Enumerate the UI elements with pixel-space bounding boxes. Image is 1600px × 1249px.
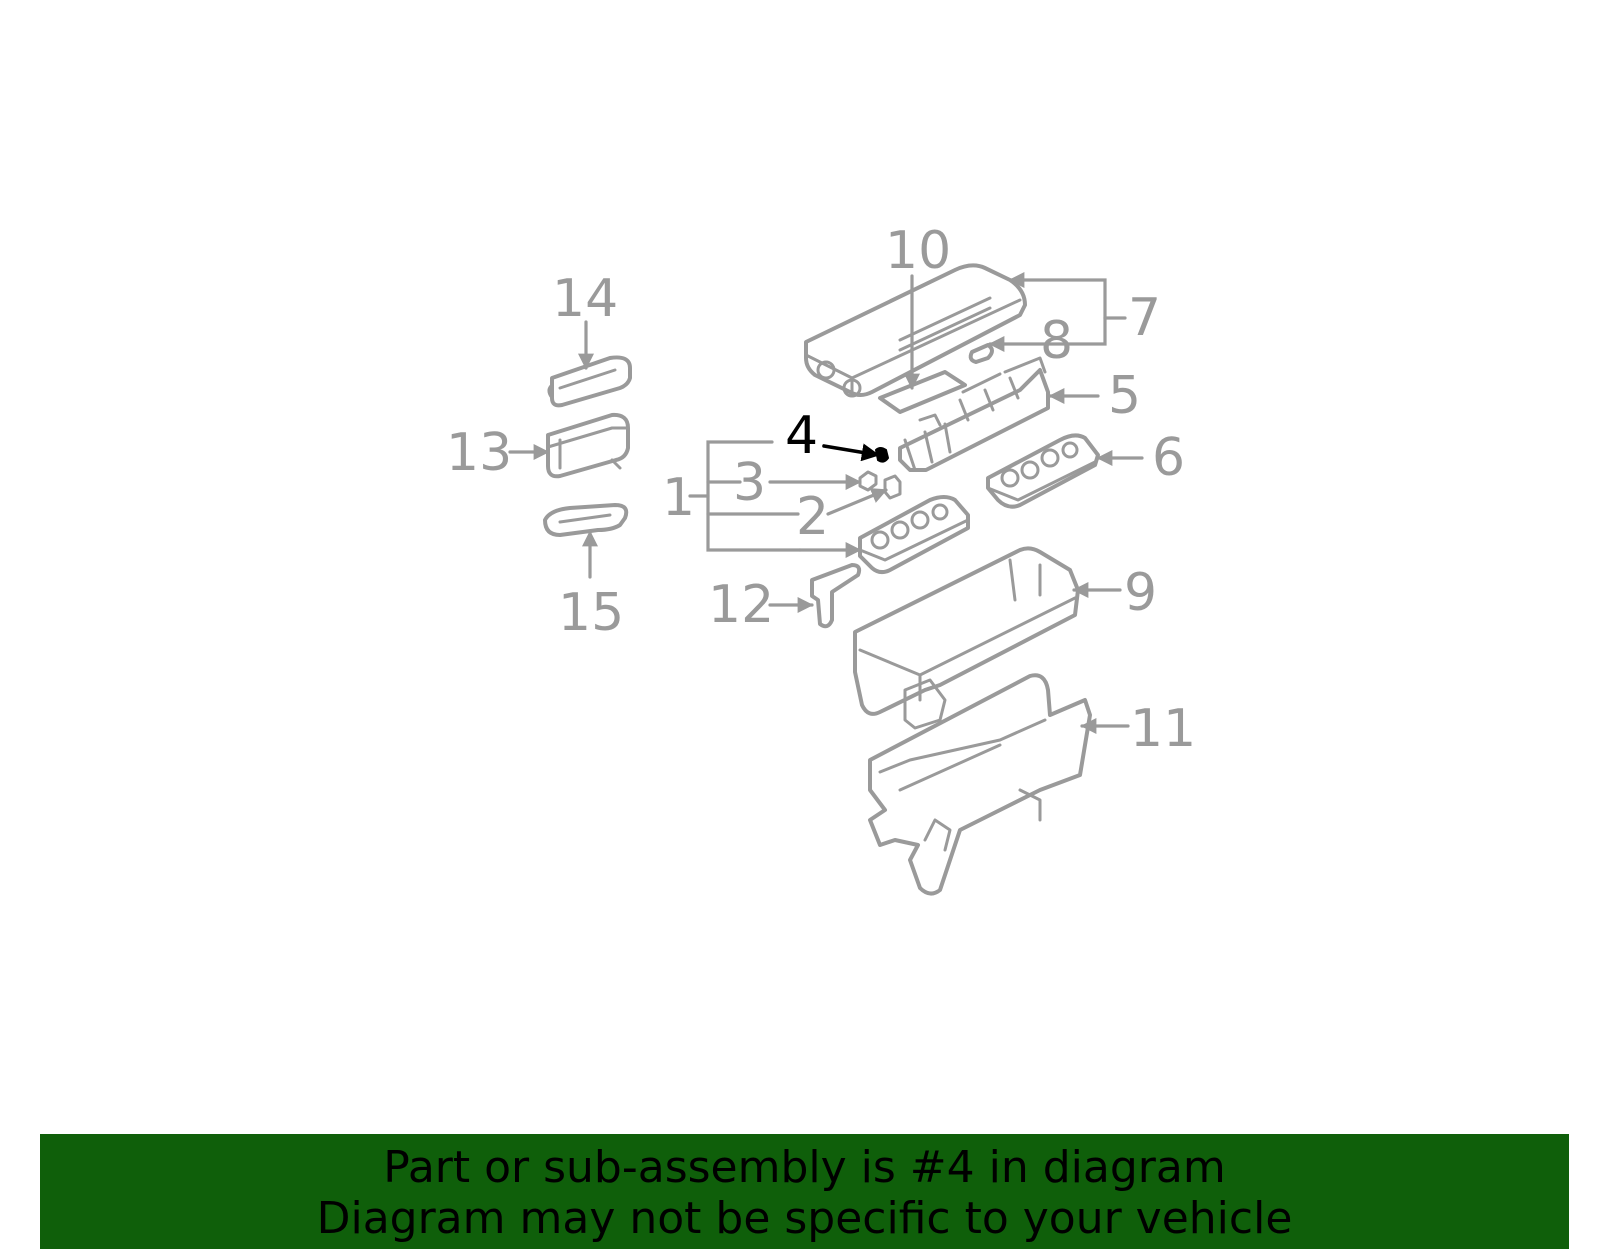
banner-line-2: Diagram may not be specific to your vehi… — [316, 1193, 1293, 1244]
part-11-box — [868, 673, 1092, 896]
part-14-cover — [547, 355, 632, 408]
callout-11: 11 — [1130, 699, 1196, 759]
part-5-relay-block — [898, 356, 1050, 472]
part-7-top-cover — [804, 263, 1027, 398]
part-2-terminal — [883, 474, 902, 500]
part-3-terminal — [858, 470, 878, 492]
leader-lines — [508, 272, 1144, 734]
leader-7 — [1008, 272, 1107, 320]
part-12-bracket — [810, 563, 862, 629]
leader-4 — [822, 443, 880, 462]
part-10-label — [878, 370, 967, 414]
leader-7-8 — [988, 316, 1107, 352]
leader-2 — [826, 488, 888, 516]
callout-2: 2 — [796, 487, 829, 547]
callout-15: 15 — [558, 583, 624, 643]
callout-labels: 14 13 15 10 7 8 5 6 4 3 1 2 12 9 11 — [446, 221, 1196, 759]
callout-12: 12 — [708, 575, 774, 635]
part-8-clip — [968, 343, 994, 364]
part-6-connector-block — [986, 433, 1100, 509]
callout-7: 7 — [1128, 288, 1161, 348]
callout-13: 13 — [446, 423, 512, 483]
callout-8: 8 — [1040, 311, 1073, 371]
callout-10: 10 — [885, 221, 951, 281]
callout-6: 6 — [1152, 428, 1185, 488]
callout-4: 4 — [785, 406, 818, 466]
part-13-fuse-block — [546, 412, 630, 479]
callout-3: 3 — [733, 453, 766, 513]
info-banner: Part or sub-assembly is #4 in diagram Di… — [40, 1134, 1569, 1249]
callout-14: 14 — [552, 269, 618, 329]
callout-9: 9 — [1124, 563, 1157, 623]
part-15-holder — [543, 503, 629, 537]
part-9-tray — [853, 546, 1080, 730]
part-1-fuse-assembly — [858, 495, 970, 575]
callout-5: 5 — [1108, 366, 1141, 426]
callout-1: 1 — [662, 468, 695, 528]
banner-line-1: Part or sub-assembly is #4 in diagram — [383, 1142, 1226, 1193]
